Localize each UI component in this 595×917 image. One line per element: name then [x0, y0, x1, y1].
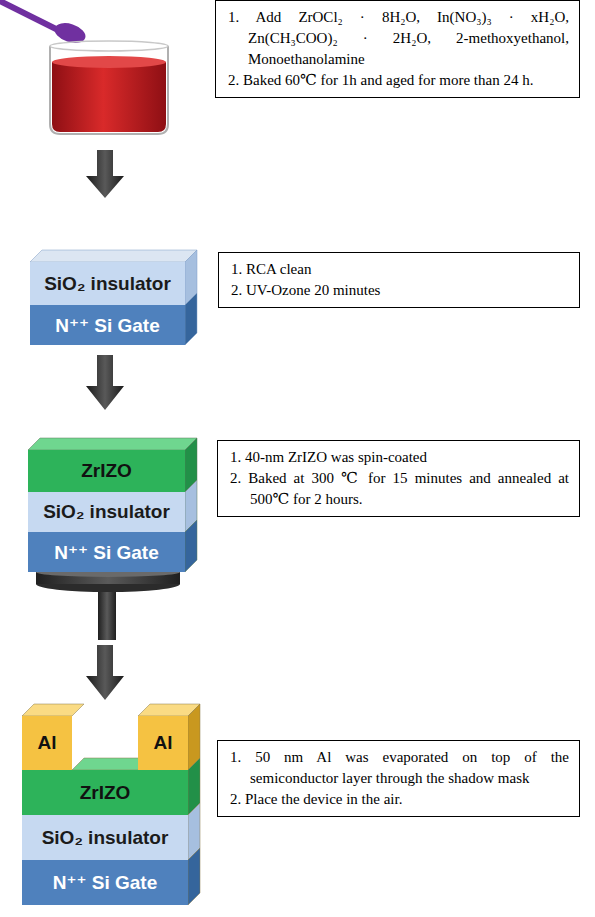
layer-label: SiO₂ insulator	[44, 273, 171, 295]
step-box: 1. 40-nm ZrIZO was spin-coated2. Baked a…	[217, 440, 580, 517]
step-text: 1. RCA clean	[231, 259, 569, 280]
step-text: 2. UV-Ozone 20 minutes	[231, 280, 569, 301]
step-text: 1. 50 nm Al was evaporated on top of the…	[230, 747, 569, 789]
layer-label: N⁺⁺ Si Gate	[54, 541, 159, 564]
step-text: 1. Add ZrOCl₂ · 8H₂O, In(NO₃)₃ · xH₂O, Z…	[228, 7, 569, 70]
semiconductor-layer: ZrIZO	[22, 770, 188, 815]
step-box: 1. 50 nm Al was evaporated on top of the…	[217, 740, 580, 817]
step-text: 2. Baked 60℃ for 1h and aged for more th…	[228, 70, 569, 91]
insulator-layer: SiO₂ insulator	[30, 262, 185, 305]
gate-layer: N⁺⁺ Si Gate	[22, 860, 188, 905]
beaker	[50, 41, 168, 134]
layer-label: N⁺⁺ Si Gate	[53, 871, 158, 894]
process-arrow	[86, 150, 124, 700]
layer-label: N⁺⁺ Si Gate	[55, 314, 160, 337]
layer-label: ZrIZO	[81, 460, 132, 482]
layer-label: SiO₂ insulator	[42, 827, 169, 849]
step-text: 1. 40-nm ZrIZO was spin-coated	[230, 447, 569, 468]
step-text: 2. Place the device in the air.	[230, 789, 569, 810]
layer-label: ZrIZO	[80, 782, 131, 804]
layer-label: Al	[38, 732, 57, 754]
layer-label: Al	[154, 732, 173, 754]
layer-faces	[30, 250, 197, 345]
insulator-layer: SiO₂ insulator	[22, 815, 188, 860]
spin-chuck	[36, 567, 180, 640]
layer-faces	[22, 704, 200, 905]
step-box: 1. Add ZrOCl₂ · 8H₂O, In(NO₃)₃ · xH₂O, Z…	[215, 0, 580, 98]
step-text: 2. Baked at 300 ℃ for 15 minutes and ann…	[230, 468, 569, 510]
gate-layer: N⁺⁺ Si Gate	[28, 532, 185, 572]
layer-label: SiO₂ insulator	[43, 501, 170, 523]
electrode-layer: Al	[138, 716, 188, 770]
spoon	[2, 2, 88, 47]
gate-layer: N⁺⁺ Si Gate	[30, 305, 185, 345]
semiconductor-layer: ZrIZO	[28, 450, 185, 492]
insulator-layer: SiO₂ insulator	[28, 492, 185, 532]
layer-faces	[28, 438, 197, 572]
step-box: 1. RCA clean2. UV-Ozone 20 minutes	[218, 252, 580, 308]
electrode-layer: Al	[22, 716, 72, 770]
